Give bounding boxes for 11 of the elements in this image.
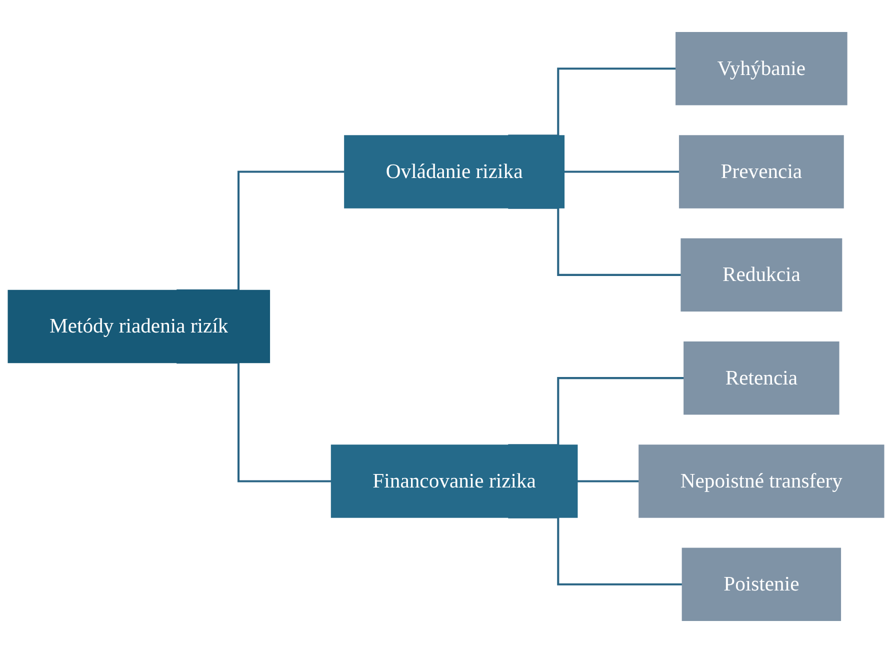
node-box: Retencia — [684, 341, 840, 415]
connector — [564, 170, 680, 173]
node-box: Redukcia — [680, 238, 842, 312]
node-box: Ovládanie rizika — [344, 135, 565, 208]
node-box: Prevencia — [678, 135, 844, 208]
node-box: Metódy riadenia rizík — [8, 290, 270, 364]
node-box: Poistenie — [682, 548, 842, 621]
node-box: Nepoistné transfery — [638, 444, 884, 518]
node-box: Financovanie rizika — [330, 444, 578, 518]
connector — [577, 480, 640, 482]
node-box: Vyhýbanie — [676, 32, 848, 106]
